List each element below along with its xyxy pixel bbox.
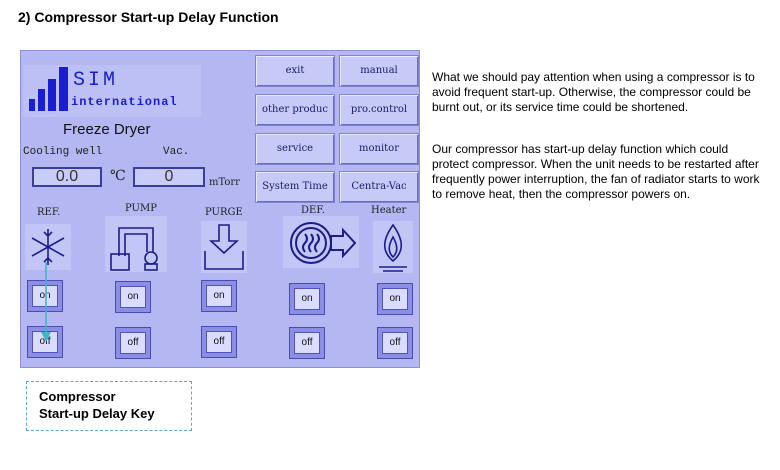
purge-arrow-icon: [201, 221, 247, 273]
callout-line-1: Compressor: [39, 389, 116, 404]
paragraph-1: What we should pay attention when using …: [432, 70, 755, 114]
centra-vac-button[interactable]: Centra-Vac: [339, 171, 419, 203]
system-time-button[interactable]: System Time: [255, 171, 335, 203]
logo-bar: [29, 99, 35, 111]
paragraph-2: Our compressor has start-up delay functi…: [432, 142, 760, 201]
logo-bar: [48, 79, 56, 111]
callout-line-2: Start-up Delay Key: [39, 406, 155, 421]
section-heater-label: Heater: [371, 205, 407, 216]
purge-on-button[interactable]: on: [201, 280, 237, 312]
service-button[interactable]: service: [255, 133, 335, 165]
page-heading: 2) Compressor Start-up Delay Function: [18, 9, 279, 25]
exit-button[interactable]: exit: [255, 55, 335, 87]
heater-off-button[interactable]: off: [377, 327, 413, 359]
ref-on-button[interactable]: on: [27, 280, 63, 312]
ref-on-label: on: [32, 285, 58, 307]
logo-bar: [59, 67, 68, 111]
section-purge-label: PURGE: [205, 207, 243, 218]
defrost-icon: [283, 216, 359, 268]
cooling-well-label: Cooling well: [23, 146, 103, 158]
heater-off-label: off: [382, 332, 408, 354]
ref-off-button[interactable]: off: [27, 326, 63, 358]
manual-button[interactable]: manual: [339, 55, 419, 87]
purge-off-button[interactable]: off: [201, 326, 237, 358]
logo-sim-text: SIM: [73, 69, 119, 92]
pump-on-button[interactable]: on: [115, 281, 151, 313]
section-pump-label: PUMP: [125, 203, 157, 214]
section-ref-label: REF.: [37, 207, 61, 218]
cooling-value-display: 0.0: [32, 167, 102, 187]
cooling-unit: ℃: [110, 168, 126, 184]
def-on-button[interactable]: on: [289, 283, 325, 315]
pump-icon: [105, 216, 167, 272]
pump-off-button[interactable]: off: [115, 327, 151, 359]
other-products-button[interactable]: other produc: [255, 94, 335, 126]
def-on-label: on: [294, 288, 320, 310]
pro-control-button[interactable]: pro.control: [339, 94, 419, 126]
def-off-label: off: [294, 332, 320, 354]
sim-logo: SIM international: [23, 65, 201, 117]
callout-arrow: [41, 262, 51, 342]
pump-on-label: on: [120, 286, 146, 308]
vac-label: Vac.: [163, 146, 190, 158]
heater-on-button[interactable]: on: [377, 283, 413, 315]
freeze-dryer-title: Freeze Dryer: [63, 121, 151, 138]
ref-off-label: off: [32, 331, 58, 353]
snowflake-icon: [25, 224, 71, 270]
compressor-delay-key-callout: Compressor Start-up Delay Key: [26, 381, 192, 431]
heater-flame-icon: [373, 221, 413, 273]
purge-on-label: on: [206, 285, 232, 307]
monitor-button[interactable]: monitor: [339, 133, 419, 165]
logo-international-text: international: [71, 95, 178, 109]
def-off-button[interactable]: off: [289, 327, 325, 359]
vac-unit: mTorr: [209, 177, 240, 188]
logo-bar: [38, 89, 45, 111]
section-def-label: DEF.: [301, 205, 325, 216]
pump-off-label: off: [120, 332, 146, 354]
vac-value-display: 0: [133, 167, 205, 187]
purge-off-label: off: [206, 331, 232, 353]
heater-on-label: on: [382, 288, 408, 310]
control-panel-screenshot: SIM international Freeze Dryer Cooling w…: [20, 50, 420, 368]
